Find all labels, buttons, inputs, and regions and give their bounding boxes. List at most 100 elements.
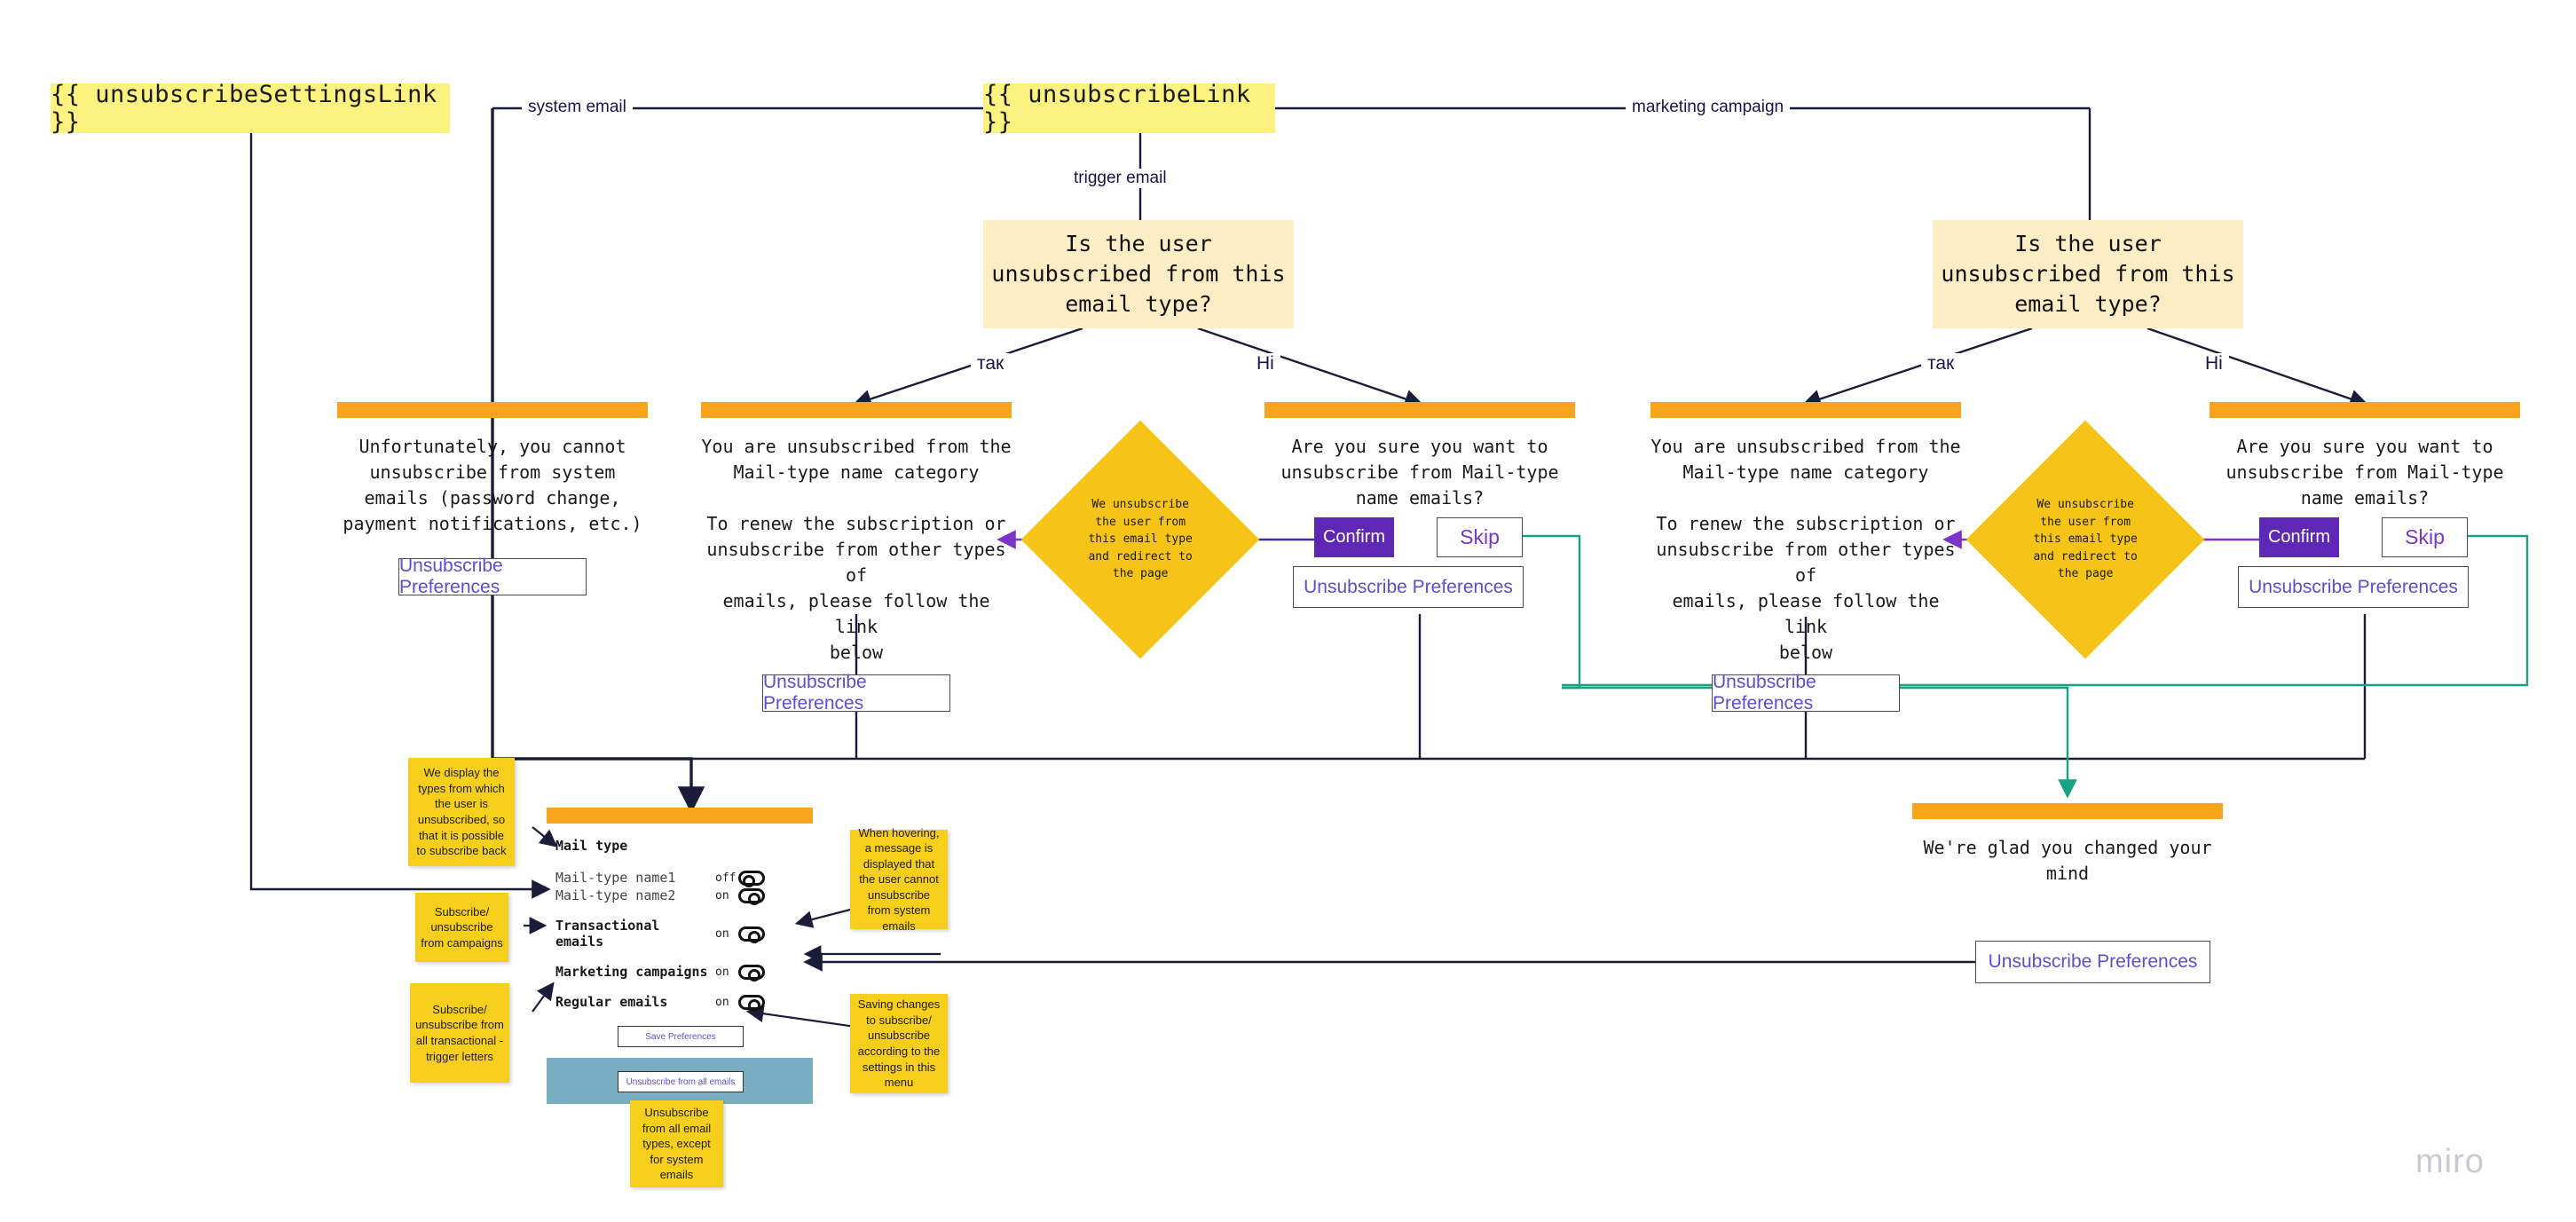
- preference-toggle[interactable]: [738, 870, 765, 887]
- edge-label-yes-right: так: [1921, 353, 1961, 374]
- preference-row-label: Marketing campaigns: [555, 964, 708, 980]
- diamond-left-text: We unsubscribe the user from this email …: [1088, 498, 1193, 581]
- screen-confirm-left-text: Are you sure you want to unsubscribe fro…: [1280, 436, 1559, 509]
- toggle-knob: [748, 998, 760, 1012]
- edge-label-trigger-email: trigger email: [1067, 169, 1173, 188]
- sticky-note-text: Subscribe/ unsubscribe from campaigns: [421, 904, 503, 950]
- confirm-button-left[interactable]: Confirm: [1314, 517, 1394, 557]
- preference-toggle[interactable]: [738, 964, 765, 982]
- edge-label-system-email: system email: [522, 98, 633, 117]
- preference-toggle[interactable]: [738, 926, 765, 943]
- link-label: Unsubscribe Preferences: [399, 556, 503, 597]
- link-label: Unsubscribe Preferences: [1304, 576, 1513, 597]
- panel-header-bar: [547, 808, 813, 824]
- preference-row[interactable]: Marketing campaigns on: [555, 964, 813, 982]
- screen-header-bar: [1912, 803, 2223, 819]
- preference-toggle[interactable]: [738, 994, 765, 1012]
- toggle-knob: [748, 968, 760, 982]
- preference-toggle[interactable]: [738, 887, 765, 905]
- preference-row[interactable]: Mail-type name2 on: [555, 887, 813, 905]
- screen-system-blocked-text: Unfortunately, you cannot unsubscribe fr…: [343, 436, 642, 534]
- sticky-note-subscribe-campaigns[interactable]: Subscribe/ unsubscribe from campaigns: [415, 893, 508, 962]
- preference-row-label: Mail-type name1: [555, 870, 676, 886]
- preferences-header-label: Mail type: [555, 838, 628, 854]
- node-unsubscribe-link[interactable]: {{ unsubscribeLink }}: [983, 81, 1275, 136]
- toggle-knob: [748, 892, 760, 905]
- sticky-note-text: When hovering, a message is displayed th…: [858, 825, 940, 933]
- diamond-right-text: We unsubscribe the user from this email …: [2033, 498, 2138, 581]
- confirm-button-right[interactable]: Confirm: [2259, 517, 2339, 557]
- confirm-button-right-label: Confirm: [2267, 527, 2330, 547]
- node-unsubscribe-settings-link[interactable]: {{ unsubscribeSettingsLink }}: [51, 81, 450, 136]
- screen-confirm-left: Are you sure you want to unsubscribe fro…: [1264, 402, 1575, 511]
- decision-right-text: Is the user unsubscribed from this email…: [1941, 231, 2235, 317]
- unsubscribe-preferences-link-confirm-left[interactable]: Unsubscribe Preferences: [1293, 566, 1524, 608]
- sticky-note-text: We display the types from which the user…: [416, 766, 507, 858]
- screen-header-bar: [2210, 402, 2520, 418]
- link-label: Unsubscribe Preferences: [2249, 576, 2458, 597]
- edge-label-no-right: Ні: [2199, 353, 2229, 374]
- preference-row-label: Mail-type name2: [555, 887, 676, 903]
- sticky-note-hover-message[interactable]: When hovering, a message is displayed th…: [850, 826, 948, 933]
- preferences-panel: Mail type Mail-type name1 off Mail-type …: [547, 808, 813, 1104]
- skip-button-left-label: Skip: [1460, 525, 1500, 548]
- preference-row-state: on: [715, 926, 729, 941]
- preference-row[interactable]: Mail-type name1 off: [555, 870, 813, 887]
- unsubscribe-from-all-emails-label: Unsubscribe from all emails: [626, 1076, 736, 1087]
- decision-left-is-user-unsubscribed[interactable]: Is the user unsubscribed from this email…: [983, 220, 1294, 328]
- unsubscribe-from-all-emails-button[interactable]: Unsubscribe from all emails: [618, 1071, 744, 1092]
- unsubscribe-preferences-link-confirm-right[interactable]: Unsubscribe Preferences: [2238, 566, 2469, 608]
- sticky-note-saving-changes[interactable]: Saving changes to subscribe/ unsubscribe…: [850, 994, 948, 1093]
- screen-header-bar: [337, 402, 648, 418]
- sticky-note-text: Subscribe/ unsubscribe from all transact…: [415, 1002, 504, 1063]
- screen-already-unsubscribed-left: You are unsubscribed from the Mail-type …: [701, 402, 1012, 713]
- unsubscribe-preferences-link-already-left[interactable]: Unsubscribe Preferences: [762, 672, 950, 713]
- preference-row-state: on: [715, 965, 729, 979]
- decision-left-text: Is the user unsubscribed from this email…: [991, 231, 1286, 317]
- unsubscribe-all-band: Unsubscribe from all emails: [547, 1058, 813, 1104]
- sticky-note-unsubscribe-all[interactable]: Unsubscribe from all email types, except…: [630, 1100, 723, 1187]
- decision-right-is-user-unsubscribed[interactable]: Is the user unsubscribed from this email…: [1933, 220, 2243, 328]
- preference-row-state: off: [715, 871, 737, 885]
- node-unsubscribe-settings-link-label: {{ unsubscribeSettingsLink }}: [51, 81, 437, 136]
- node-unsubscribe-link-label: {{ unsubscribeLink }}: [983, 81, 1251, 136]
- preference-row-label: Regular emails: [555, 994, 668, 1010]
- confirm-button-left-label: Confirm: [1322, 527, 1385, 547]
- sticky-note-text: Unsubscribe from all email types, except…: [642, 1106, 712, 1182]
- unsubscribe-preferences-link-already-right[interactable]: Unsubscribe Preferences: [1712, 672, 1900, 713]
- screen-header-bar: [1650, 402, 1961, 418]
- save-preferences-label: Save Preferences: [645, 1031, 716, 1042]
- save-preferences-button[interactable]: Save Preferences: [618, 1026, 744, 1047]
- sticky-note-subscribe-transactional[interactable]: Subscribe/ unsubscribe from all transact…: [410, 983, 509, 1083]
- screen-glad-changed-mind: We're glad you changed your mind: [1912, 803, 2223, 887]
- screen-already-unsubscribed-left-text: You are unsubscribed from the Mail-type …: [701, 436, 1012, 663]
- preference-row-state: on: [715, 888, 729, 903]
- screen-header-bar: [1264, 402, 1575, 418]
- screen-already-unsubscribed-right-text: You are unsubscribed from the Mail-type …: [1650, 436, 1961, 663]
- preference-row-label: Transactional emails: [555, 918, 660, 950]
- preference-row-state: on: [715, 995, 729, 1009]
- preference-row[interactable]: Transactional emails on: [555, 918, 813, 950]
- screen-confirm-right: Are you sure you want to unsubscribe fro…: [2210, 402, 2520, 511]
- screen-already-unsubscribed-right: You are unsubscribed from the Mail-type …: [1650, 402, 1961, 713]
- preference-row[interactable]: Regular emails on: [555, 994, 813, 1012]
- sticky-note-display-types[interactable]: We display the types from which the user…: [408, 758, 515, 866]
- diamond-right-unsubscribe-action[interactable]: We unsubscribe the user from this email …: [1965, 420, 2205, 659]
- screen-system-blocked: Unfortunately, you cannot unsubscribe fr…: [337, 402, 648, 597]
- diamond-left-unsubscribe-action[interactable]: We unsubscribe the user from this email …: [1020, 420, 1260, 659]
- toggle-knob: [748, 930, 760, 943]
- link-label: Unsubscribe Preferences: [1988, 951, 2198, 972]
- miro-watermark: miro: [2415, 1143, 2485, 1180]
- screen-glad-text: We're glad you changed your mind: [1923, 837, 2212, 884]
- skip-button-right[interactable]: Skip: [2382, 517, 2468, 557]
- link-label: Unsubscribe Preferences: [763, 672, 867, 713]
- edge-label-yes-left: так: [971, 353, 1011, 374]
- toggle-knob: [743, 874, 755, 887]
- skip-button-right-label: Skip: [2405, 525, 2445, 548]
- unsubscribe-preferences-link-system-blocked[interactable]: Unsubscribe Preferences: [398, 556, 587, 597]
- edge-label-no-left: Ні: [1250, 353, 1280, 374]
- unsubscribe-preferences-link-glad[interactable]: Unsubscribe Preferences: [1975, 941, 2210, 983]
- skip-button-left[interactable]: Skip: [1437, 517, 1523, 557]
